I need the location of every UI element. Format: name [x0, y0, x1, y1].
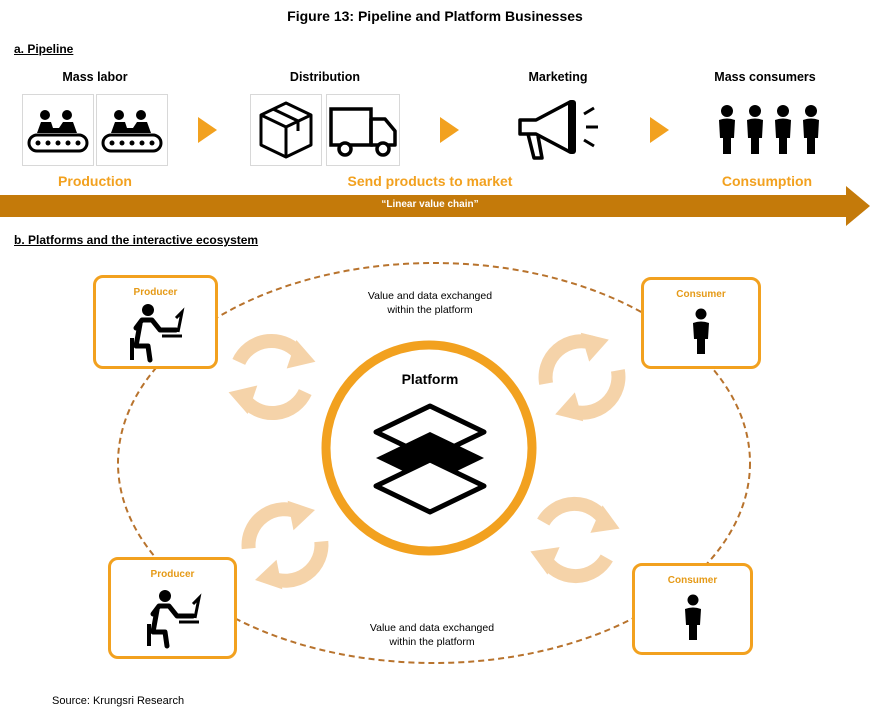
producer-label: Producer — [150, 569, 195, 580]
producer-label: Producer — [133, 287, 178, 298]
exchange-text-top: Value and data exchanged within the plat… — [330, 289, 530, 317]
stage-marketing: Marketing — [528, 70, 588, 84]
exchange-text-bottom-line2: within the platform — [389, 636, 475, 648]
linear-value-chain-arrow — [0, 186, 870, 226]
producer-at-desk-icon — [130, 304, 185, 363]
exchange-text-bottom: Value and data exchanged within the plat… — [332, 621, 532, 649]
consumers-group-icon — [714, 104, 824, 156]
producer-node-top: Producer — [93, 275, 218, 369]
layers-stack-icon — [373, 403, 487, 515]
consumer-label: Consumer — [676, 289, 726, 300]
exchange-text-bottom-line1: Value and data exchanged — [369, 622, 495, 634]
platform-label: Platform — [401, 371, 459, 387]
stage-mass-labor: Mass labor — [62, 70, 128, 84]
producer-node-bottom: Producer — [108, 557, 237, 659]
exchange-text-top-line2: within the platform — [387, 304, 473, 316]
delivery-truck-icon — [326, 94, 400, 166]
figure-title: Figure 13: Pipeline and Platform Busines… — [287, 8, 583, 24]
package-box-icon — [250, 94, 322, 166]
phase-consumption: Consumption — [721, 173, 813, 189]
conveyor-workers-icon — [96, 94, 168, 166]
consumer-node-bottom: Consumer — [632, 563, 753, 655]
consumer-label: Consumer — [667, 575, 718, 586]
stage-distribution: Distribution — [289, 70, 361, 84]
megaphone-icon — [510, 94, 600, 164]
platform-heading: b. Platforms and the interactive ecosyst… — [14, 233, 259, 247]
producer-at-desk-icon — [147, 590, 202, 649]
pipeline-heading: a. Pipeline — [14, 42, 74, 56]
source-note: Source: Krungsri Research — [52, 695, 185, 707]
person-icon — [693, 308, 709, 354]
linear-value-chain-label: “Linear value chain” — [381, 199, 479, 210]
consumer-node-top: Consumer — [641, 277, 761, 369]
phase-send-products: Send products to market — [347, 173, 513, 189]
conveyor-workers-icon — [22, 94, 94, 166]
flow-arrow-icon — [650, 117, 669, 143]
person-icon — [685, 594, 701, 640]
exchange-text-top-line1: Value and data exchanged — [367, 290, 493, 302]
flow-arrow-icon — [440, 117, 459, 143]
stage-mass-consumers: Mass consumers — [714, 70, 816, 84]
phase-production: Production — [58, 173, 132, 189]
flow-arrow-icon — [198, 117, 217, 143]
